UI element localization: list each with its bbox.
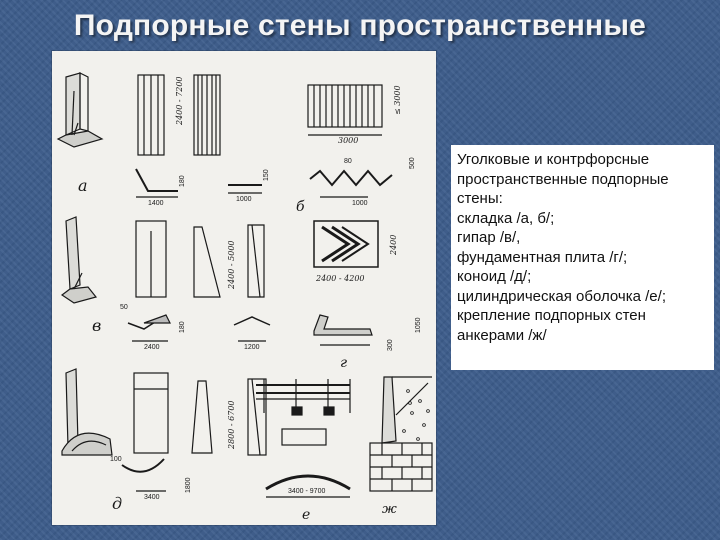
- label-e: е: [302, 507, 310, 523]
- variant-b-elevation: [307, 84, 383, 136]
- variant-v-elevation-2: [193, 226, 221, 298]
- label-a: а: [78, 176, 88, 195]
- label-g: г: [340, 355, 347, 371]
- variant-a-section-1: [135, 168, 178, 198]
- dim-v-height: 2400 - 5000: [227, 240, 236, 290]
- dim-a-thick-1: 180: [179, 175, 186, 187]
- dim-a-thick-2: 150: [263, 169, 270, 181]
- description-line: складка /а, б/;: [457, 209, 555, 227]
- retaining-walls-drawing: 2400 - 7200 ≤ 3000 3000 1400 180: [56, 72, 433, 523]
- dim-b-height: ≤ 3000: [393, 85, 402, 115]
- dim-a-base-1: 1400: [148, 200, 164, 207]
- variant-d-section: [121, 458, 166, 492]
- label-b: б: [296, 199, 305, 215]
- label-zh: ж: [382, 502, 397, 517]
- variant-e-elevation-1: [191, 380, 213, 454]
- description-line: пространственные подпорные: [457, 170, 669, 188]
- variant-g-plan: [313, 220, 379, 268]
- variant-e-elevation-2: [247, 378, 267, 456]
- variant-d-wall-3d: [61, 368, 113, 456]
- variant-e-arch: [265, 474, 351, 498]
- description-line: стены:: [457, 190, 503, 207]
- dim-v-base-2: 1200: [244, 344, 260, 351]
- dim-b-depth: 500: [409, 157, 416, 169]
- dim-g-height: 2400: [389, 235, 398, 256]
- label-d: д: [112, 494, 122, 513]
- variant-e-plate: [281, 428, 327, 446]
- description-line: Уголковые и контрфорсные: [457, 151, 650, 168]
- variant-d-elevation: [133, 372, 169, 454]
- dim-v-thick: 180: [179, 321, 186, 333]
- dim-b-pitch: 1000: [352, 200, 368, 207]
- dim-a-base-2: 1000: [236, 196, 252, 203]
- description-line: цилиндрическая оболочка /е/;: [457, 287, 666, 305]
- variant-a-elevation-2: [193, 74, 221, 156]
- description-panel: Уголковые и контрфорсные пространственны…: [451, 145, 714, 370]
- description-line: коноид /д/;: [457, 268, 532, 285]
- dim-e-height: 2800 - 6700: [227, 400, 236, 450]
- slide-title: Подпорные стены пространственные: [73, 9, 647, 42]
- dim-d-base: 3400: [144, 494, 160, 501]
- variant-a-elevation-1: [137, 74, 165, 156]
- dim-b-angle: 80: [344, 158, 352, 165]
- variant-a-section-2: [228, 184, 262, 194]
- label-v: в: [92, 316, 101, 335]
- dim-a-height: 2400 - 7200: [175, 76, 184, 126]
- description-line: фундаментная плита /г/;: [457, 248, 628, 266]
- variant-v-elevation-1: [135, 220, 167, 298]
- dim-v-angle: 50: [120, 304, 128, 311]
- variant-v-section-1: [127, 314, 171, 342]
- variant-e-railing: [256, 379, 351, 416]
- dim-d-radius: 100: [110, 456, 122, 463]
- variant-zh-section: [369, 376, 433, 492]
- variant-b-section: [309, 169, 393, 198]
- figure-panel: 2400 - 7200 ≤ 3000 3000 1400 180: [52, 51, 436, 525]
- dim-b-width: 3000: [338, 136, 358, 145]
- description-line: гипар /в/,: [457, 229, 521, 246]
- variant-v-elevation-3: [247, 224, 265, 298]
- dim-g-width: 2400 - 4200: [315, 274, 365, 283]
- dim-d-thick: 1800: [185, 477, 192, 493]
- description-line: крепление подпорных стен: [457, 307, 646, 324]
- dim-g-base: 300: [387, 339, 394, 351]
- description-line: анкерами /ж/: [457, 326, 547, 344]
- variant-v-wall-3d: [60, 216, 98, 304]
- dim-g-thick: 1050: [415, 317, 422, 333]
- variant-g-section: [313, 314, 373, 346]
- dim-e-span: 3400 - 9700: [288, 488, 325, 495]
- variant-a-wall-3d: [56, 72, 104, 148]
- variant-v-section-2: [233, 316, 271, 342]
- dim-v-base: 2400: [144, 344, 160, 351]
